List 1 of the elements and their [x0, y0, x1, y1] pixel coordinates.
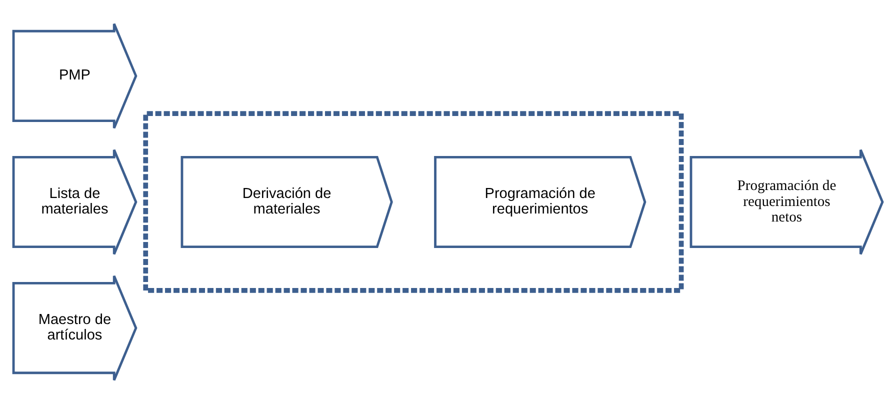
- cluster: [143, 110, 684, 292]
